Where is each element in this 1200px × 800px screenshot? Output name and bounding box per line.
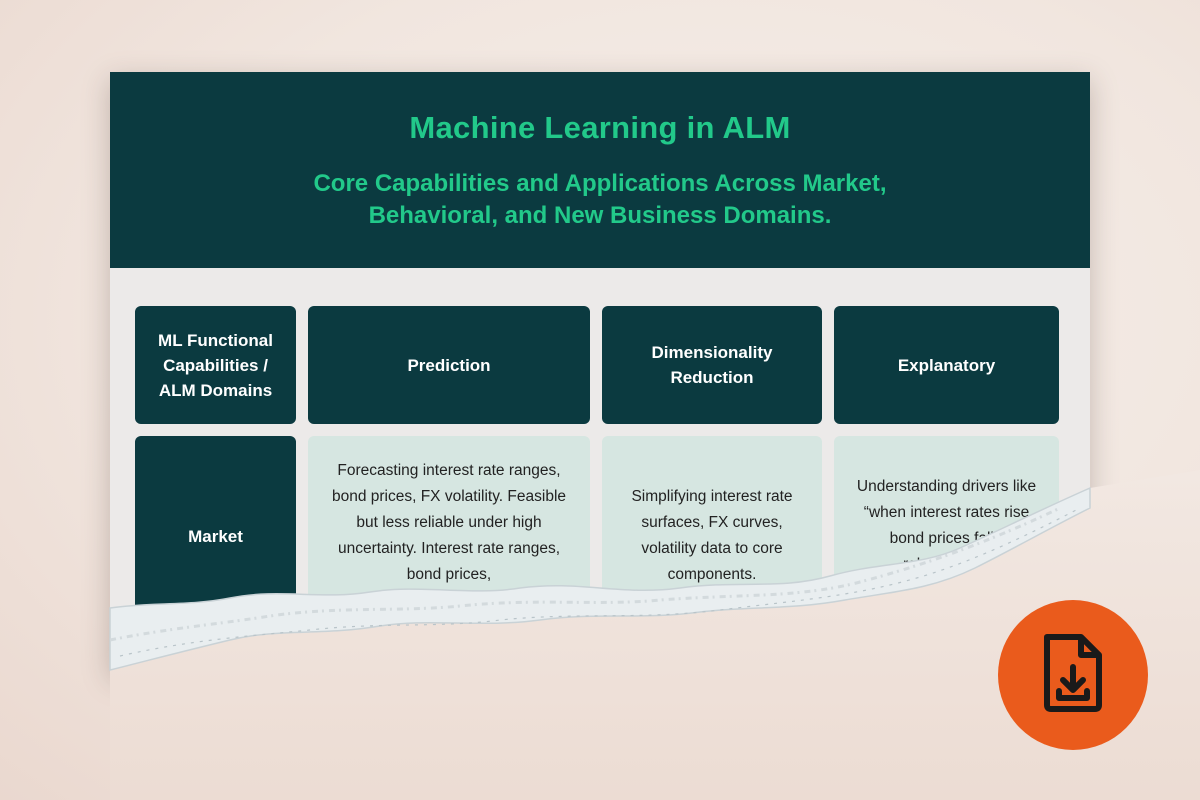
file-download-icon (1037, 631, 1109, 720)
document-title: Machine Learning in ALM (409, 110, 791, 145)
cell-text: Understanding drivers like “when interes… (856, 478, 1037, 573)
table-cell-market-prediction: Forecasting interest rate ranges, bond p… (308, 436, 590, 656)
document-subtitle: Core Capabilities and Applications Acros… (313, 170, 887, 229)
document-preview: Machine Learning in ALM Core Capabilitie… (110, 72, 1090, 672)
document-header: Machine Learning in ALM Core Capabilitie… (110, 72, 1090, 268)
row-header-market: Market (135, 436, 296, 636)
column-header-prediction: Prediction (308, 306, 590, 424)
cell-text: Simplifying interest rate surfaces, FX c… (631, 488, 793, 583)
cell-text: Forecasting interest rate ranges, bond p… (331, 462, 567, 583)
column-header-dimensionality-reduction: Dimensionality Reduction (602, 306, 822, 424)
download-button[interactable] (998, 600, 1148, 750)
column-header-explanatory: Explanatory (834, 306, 1059, 424)
table-cell-market-dimensionality: Simplifying interest rate surfaces, FX c… (602, 436, 822, 656)
table-corner-header: ML Functional Capabilities / ALM Domains (135, 306, 296, 424)
capability-table: ML Functional Capabilities / ALM Domains… (110, 268, 1090, 672)
